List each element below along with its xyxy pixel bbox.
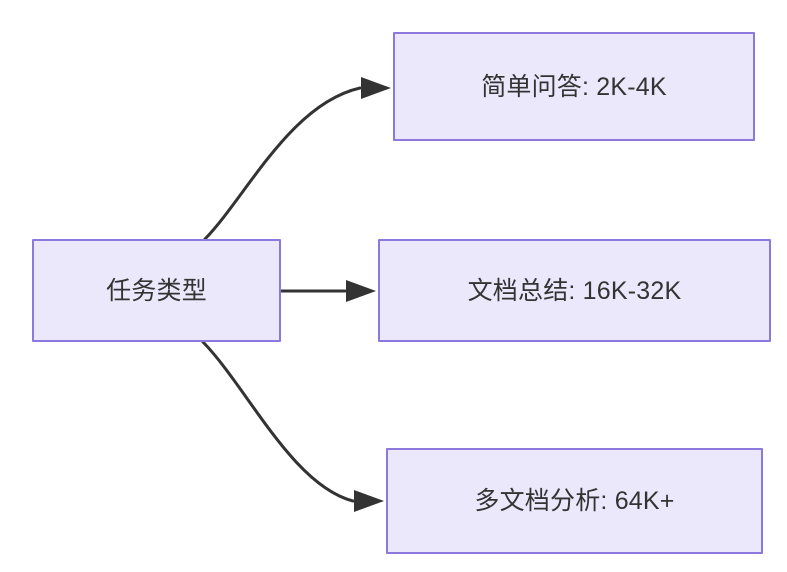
node-simple-qa-label: 简单问答: 2K-4K xyxy=(481,72,667,101)
node-simple-qa[interactable]: 简单问答: 2K-4K xyxy=(393,32,755,141)
arrowhead-multi-doc xyxy=(354,490,384,512)
node-root[interactable]: 任务类型 xyxy=(32,239,281,342)
edge-root-to-simple-qa xyxy=(203,86,362,241)
arrowhead-doc-sum xyxy=(346,280,376,302)
node-root-label: 任务类型 xyxy=(106,276,207,305)
node-doc-sum-label: 文档总结: 16K-32K xyxy=(467,276,682,305)
arrowhead-simple-qa xyxy=(361,77,391,99)
node-multi-doc[interactable]: 多文档分析: 64K+ xyxy=(386,448,763,554)
node-multi-doc-label: 多文档分析: 64K+ xyxy=(474,487,675,515)
node-doc-sum[interactable]: 文档总结: 16K-32K xyxy=(378,239,771,342)
edge-root-to-multi-doc xyxy=(201,340,355,503)
